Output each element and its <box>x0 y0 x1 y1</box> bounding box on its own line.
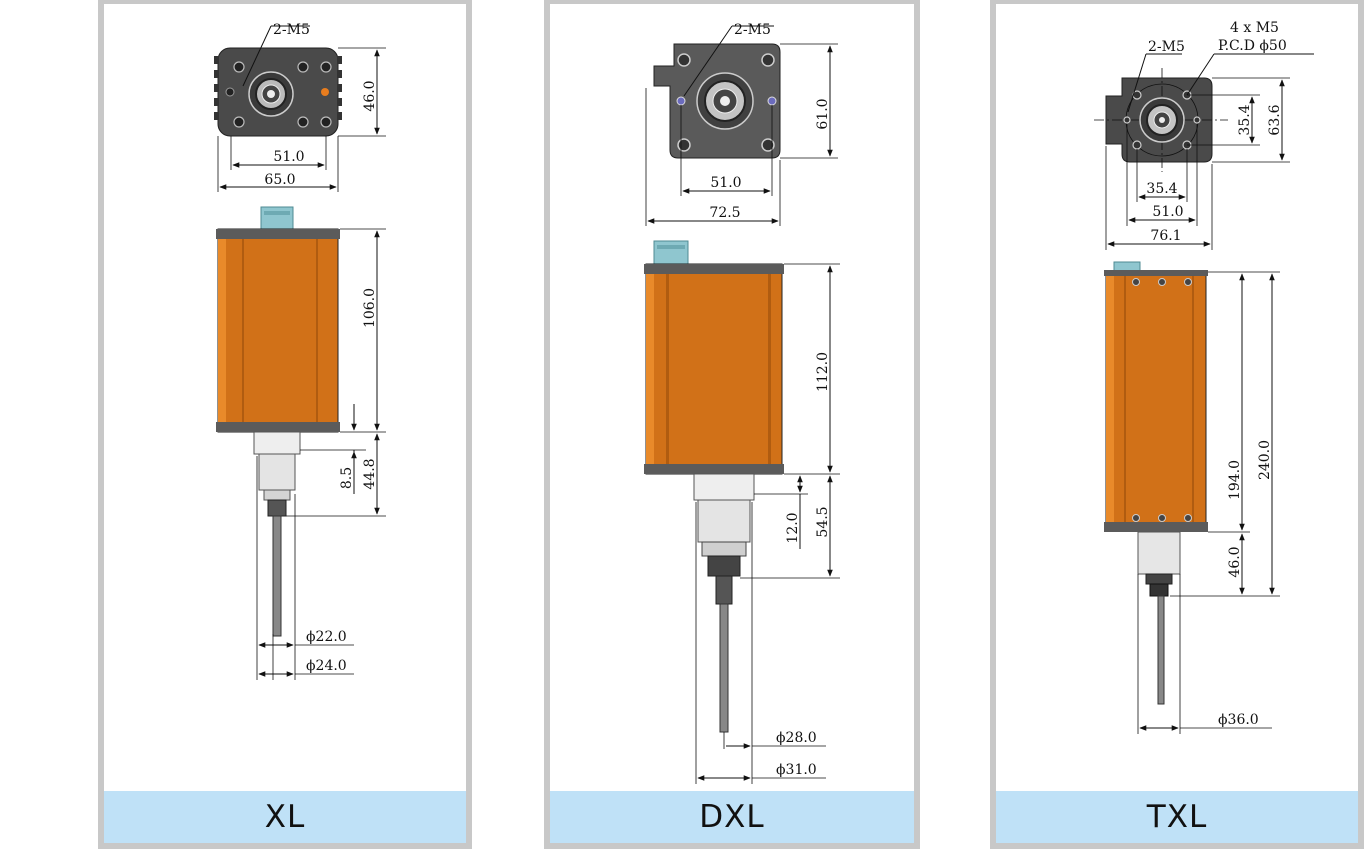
dxl-holes-label: 2-M5 <box>734 22 771 38</box>
drawing-area-txl: 2-M5 4 x M5 P.C.D ϕ50 35.4 63.6 35.4 <box>996 4 1358 843</box>
xl-side-view: 106.0 8.5 44.8 ϕ22.0 ϕ24.0 <box>216 206 386 680</box>
spindle-collet-icon <box>696 72 754 130</box>
drawing-area-xl: 2-M5 46.0 51.0 65.0 <box>104 4 466 843</box>
txl-holes-label: 2-M5 <box>1148 39 1185 55</box>
caption-dxl: DXL <box>550 791 914 843</box>
dxl-body-dim: 112.0 <box>815 352 831 392</box>
drawing-area-dxl: 2-M5 61.0 51.0 72.5 <box>550 4 914 843</box>
dxl-nose-dim: 54.5 <box>815 506 831 537</box>
txl-pitch-h-dim: 35.4 <box>1146 181 1177 197</box>
txl-pitch-v-dim: 35.4 <box>1237 104 1253 135</box>
caption-txl-text: TXL <box>1146 799 1208 835</box>
xl-top-view: 2-M5 46.0 51.0 65.0 <box>214 22 386 192</box>
spindle-collet-icon <box>248 71 294 117</box>
txl-total-dim: 240.0 <box>1257 440 1273 480</box>
txl-inner-width-dim: 51.0 <box>1152 204 1183 220</box>
xl-short-dim: 8.5 <box>339 467 355 489</box>
xl-holes-label: 2-M5 <box>273 22 310 38</box>
xl-outer-width-dim: 65.0 <box>264 172 295 188</box>
txl-side-view: 194.0 240.0 46.0 ϕ36.0 <box>1104 261 1280 734</box>
xl-height-dim: 46.0 <box>362 80 378 111</box>
txl-top-view: 2-M5 4 x M5 P.C.D ϕ50 35.4 63.6 35.4 <box>1094 20 1314 250</box>
caption-xl: XL <box>104 791 466 843</box>
txl-outer-width-dim: 76.1 <box>1150 228 1181 244</box>
dxl-short-dim: 12.0 <box>785 512 801 543</box>
caption-txl: TXL <box>996 791 1358 843</box>
panel-xl: 2-M5 46.0 51.0 65.0 <box>98 0 472 849</box>
panel-txl: 2-M5 4 x M5 P.C.D ϕ50 35.4 63.6 35.4 <box>990 0 1364 849</box>
xl-inner-width-dim: 51.0 <box>273 149 304 165</box>
txl-pattern-line2: P.C.D ϕ50 <box>1218 38 1287 54</box>
xl-body-dim: 106.0 <box>362 288 378 328</box>
panel-dxl: 2-M5 61.0 51.0 72.5 <box>544 0 920 849</box>
txl-nose-dim: 46.0 <box>1227 546 1243 577</box>
xl-d2-dim: ϕ24.0 <box>306 658 347 674</box>
txl-body-dim: 194.0 <box>1227 460 1243 500</box>
xl-nose-dim: 44.8 <box>362 458 378 489</box>
spindle-collet-icon <box>1139 97 1185 143</box>
drawing-dxl: 2-M5 61.0 51.0 72.5 <box>644 22 840 784</box>
dxl-top-view: 2-M5 61.0 51.0 72.5 <box>645 22 838 226</box>
dxl-inner-width-dim: 51.0 <box>710 175 741 191</box>
dxl-d2-dim: ϕ31.0 <box>776 762 817 778</box>
dxl-side-view: 112.0 12.0 54.5 ϕ28.0 ϕ31.0 <box>644 240 840 784</box>
txl-pattern-line1: 4 x M5 <box>1230 20 1279 36</box>
dxl-d1-dim: ϕ28.0 <box>776 730 817 746</box>
drawing-txl: 2-M5 4 x M5 P.C.D ϕ50 35.4 63.6 35.4 <box>1094 20 1314 734</box>
txl-height-dim: 63.6 <box>1267 104 1283 135</box>
dxl-height-dim: 61.0 <box>815 98 831 129</box>
mount-hole-icon <box>1123 90 1201 150</box>
caption-dxl-text: DXL <box>699 799 765 835</box>
drawing-xl: 2-M5 46.0 51.0 65.0 <box>214 22 386 680</box>
caption-xl-text: XL <box>264 799 306 835</box>
txl-d1-dim: ϕ36.0 <box>1218 712 1259 728</box>
xl-d1-dim: ϕ22.0 <box>306 629 347 645</box>
dxl-outer-width-dim: 72.5 <box>709 205 740 221</box>
mount-hole-icon <box>233 61 332 128</box>
